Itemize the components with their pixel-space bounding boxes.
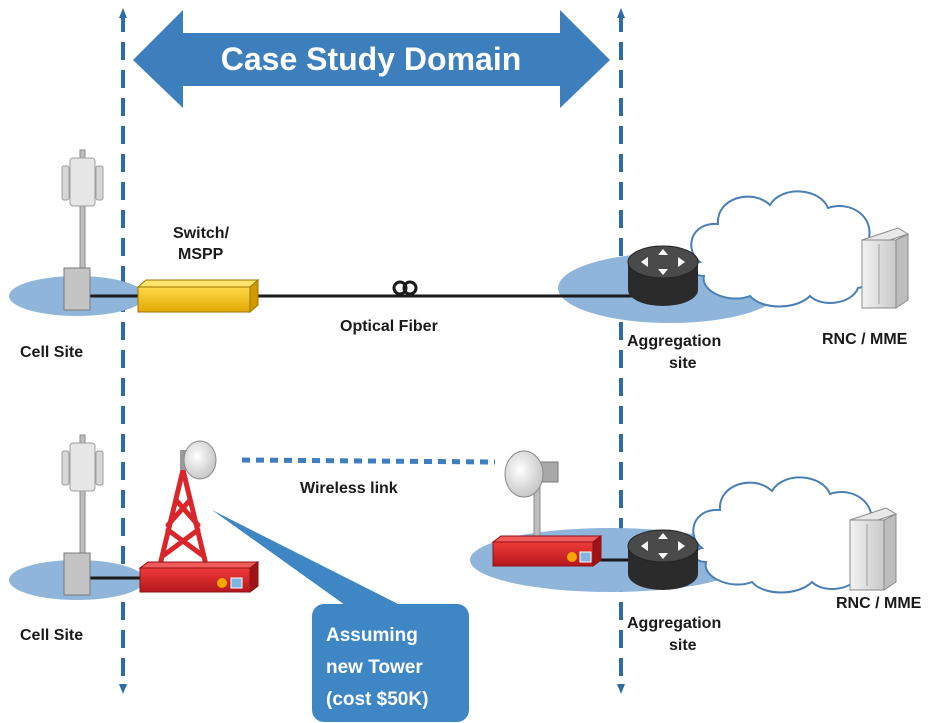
aggregation-label-bottom-1: Aggregation	[627, 615, 721, 632]
switch-label-line2: MSPP	[178, 246, 224, 263]
rnc-mme-label-bottom: RNC / MME	[836, 595, 922, 612]
switch-mspp-device	[136, 278, 260, 314]
callout-line3: (cost $50K)	[326, 689, 428, 710]
cell-site-label-bottom: Cell Site	[20, 627, 83, 644]
aggregation-label-top-2: site	[669, 355, 697, 372]
microwave-dish-icon-right	[504, 450, 559, 543]
switch-label-line1: Switch/	[173, 225, 230, 242]
wireless-link-label: Wireless link	[300, 480, 398, 497]
cell-tower-icon-bottom	[61, 434, 104, 596]
new-tower-callout: Assuming new Tower (cost $50K)	[212, 510, 469, 722]
rnc-mme-server-icon-bottom	[848, 507, 898, 591]
core-network-cloud-top	[690, 190, 883, 308]
cell-site-label-top: Cell Site	[20, 344, 83, 361]
router-icon-bottom	[627, 529, 699, 590]
rnc-mme-server-icon-top	[860, 227, 910, 309]
radio-unit-right	[491, 535, 603, 567]
wireless-link-line	[241, 457, 496, 465]
optical-fiber-label: Optical Fiber	[340, 318, 438, 335]
rnc-mme-label-top: RNC / MME	[822, 331, 908, 348]
callout-line1: Assuming	[326, 625, 418, 646]
aggregation-label-top-1: Aggregation	[627, 333, 721, 350]
banner-title: Case Study Domain	[221, 41, 522, 77]
fiber-coil-icon	[392, 280, 418, 296]
case-study-banner: Case Study Domain	[133, 10, 610, 108]
router-icon-top	[627, 245, 699, 306]
microwave-dish-icon-left	[180, 440, 217, 480]
cell-tower-icon-top	[61, 149, 104, 311]
aggregation-label-bottom-2: site	[669, 637, 697, 654]
radio-unit-left	[138, 561, 260, 593]
callout-line2: new Tower	[326, 657, 423, 678]
new-tower-icon	[157, 467, 209, 568]
